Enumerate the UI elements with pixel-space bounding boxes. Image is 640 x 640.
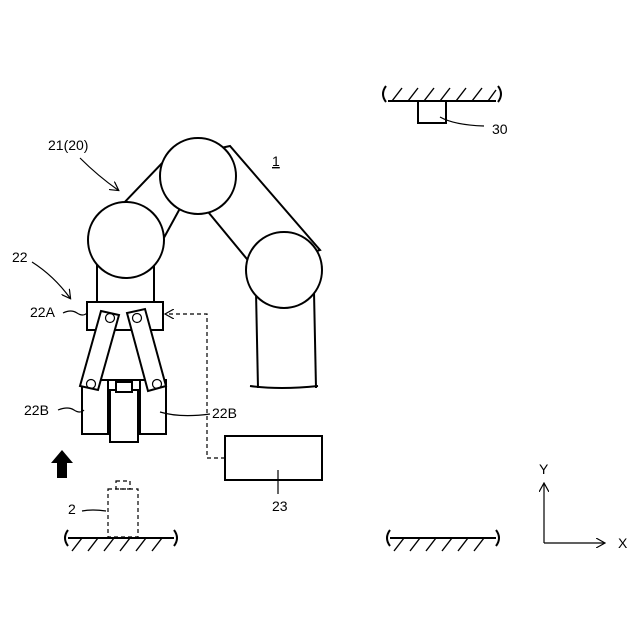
gripped-object <box>110 390 138 442</box>
up-arrow-icon <box>51 450 73 478</box>
base-plate-leader-line <box>63 311 87 315</box>
label-finger-left: 22B <box>24 402 49 418</box>
finger-right-leader-line <box>160 412 210 416</box>
finger-left-leader-line <box>58 408 84 412</box>
robot-leader-arrow <box>80 158 118 190</box>
label-axis-x: X <box>618 535 628 551</box>
workpiece <box>108 481 138 537</box>
floor-right <box>387 530 499 551</box>
label-controller: 23 <box>272 498 288 514</box>
hand-leader-arrow <box>32 262 70 298</box>
signal-line <box>166 314 225 458</box>
workpiece-leader-line <box>82 510 106 511</box>
robot-shoulder-joint <box>246 232 322 308</box>
robot-wrist-joint <box>88 202 164 278</box>
label-hand: 22 <box>12 249 28 265</box>
floor-left <box>65 530 177 551</box>
label-robot: 21(20) <box>48 137 88 153</box>
label-workpiece: 2 <box>68 501 76 517</box>
label-axis-y: Y <box>539 461 549 477</box>
controller-box <box>225 436 322 480</box>
label-finger-right: 22B <box>212 405 237 421</box>
finger-link-left <box>80 311 119 390</box>
camera-unit <box>418 101 446 123</box>
label-system: 1 <box>272 153 280 169</box>
coordinate-axes <box>544 484 604 543</box>
ceiling-mount <box>383 86 501 102</box>
label-camera: 30 <box>492 121 508 137</box>
robot-elbow-joint <box>160 138 236 214</box>
gripped-object-cap <box>116 382 132 392</box>
label-base-plate: 22A <box>30 304 56 320</box>
